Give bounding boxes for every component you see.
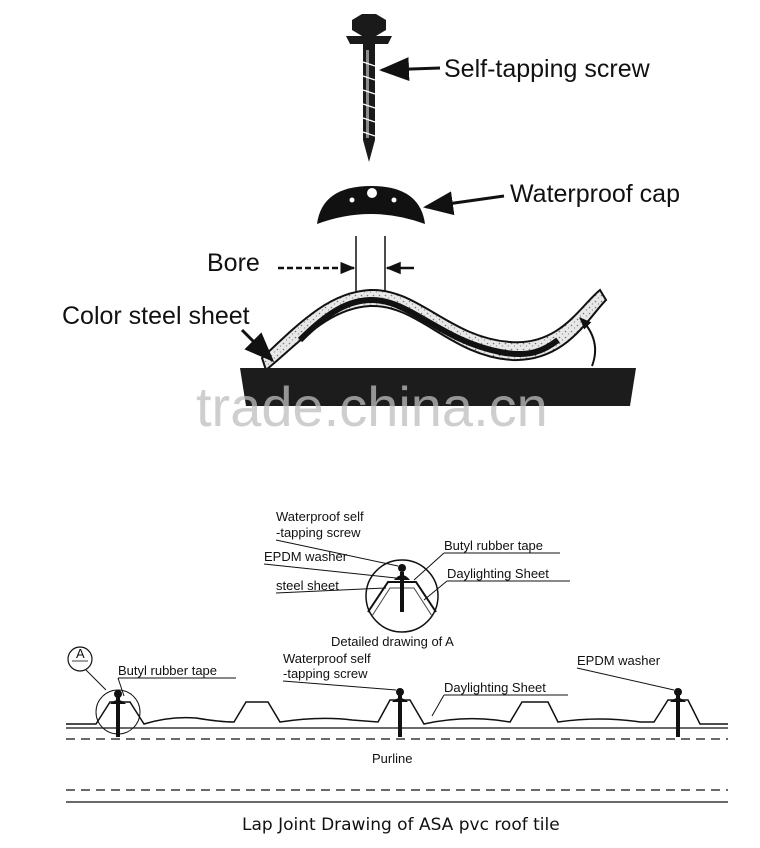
main-washer-leader	[576, 667, 675, 691]
screw-middle-icon	[392, 688, 408, 737]
waterproof-cap-icon	[317, 186, 425, 224]
detail-steel-label: steel sheet	[276, 578, 339, 593]
watermark-text: trade.china.cn	[196, 375, 548, 438]
main-daylight-label: Daylighting Sheet	[444, 680, 546, 695]
main-butyl-leader-diag	[117, 677, 125, 697]
detail-washer-label: EPDM washer	[264, 549, 348, 564]
detail-a-callout-ring	[95, 689, 141, 735]
detail-screw-label-1: Waterproof self	[276, 509, 364, 524]
base-plate	[240, 368, 636, 406]
detail-screw-leader	[275, 539, 399, 567]
roof-profile-line	[66, 699, 728, 725]
main-screw-label-2: -tapping screw	[283, 666, 368, 681]
sheet-label: Color steel sheet	[62, 302, 250, 330]
lap-joint-diagram: Waterproof self -tapping screw EPDM wash…	[66, 509, 728, 835]
color-steel-sheet-shape	[260, 288, 608, 372]
main-screw-leader	[282, 680, 397, 691]
detail-steel-leader	[275, 587, 387, 594]
detail-butyl-leader-diag	[413, 552, 445, 581]
marker-a: A	[67, 646, 107, 691]
detail-washer-leader	[263, 563, 397, 579]
detail-a-circle	[365, 559, 439, 633]
detail-screw-label-2: -tapping screw	[276, 525, 361, 540]
purline-label: Purline	[372, 751, 412, 766]
self-tapping-screw-icon	[346, 14, 392, 162]
marker-a-label: A	[76, 646, 85, 661]
screw-label: Self-tapping screw	[444, 55, 651, 83]
main-butyl-label: Butyl rubber tape	[118, 663, 217, 678]
diagram-caption: Lap Joint Drawing of ASA pvc roof tile	[242, 815, 560, 835]
main-screw-label-1: Waterproof self	[283, 651, 371, 666]
screw-pointer	[379, 57, 441, 82]
cap-pointer	[423, 191, 505, 216]
screw-right-icon	[670, 688, 686, 737]
main-washer-label: EPDM washer	[577, 653, 661, 668]
main-daylight-leader-diag	[431, 694, 445, 717]
screw-left-icon	[110, 690, 126, 737]
bore-label: Bore	[207, 249, 260, 277]
cap-label: Waterproof cap	[510, 180, 680, 208]
top-exploded-diagram: Self-tapping screw Waterproof cap Bore C…	[62, 14, 680, 406]
detail-daylight-leader-diag	[423, 580, 448, 601]
detail-daylight-label: Daylighting Sheet	[447, 566, 549, 581]
detail-caption: Detailed drawing of A	[331, 634, 454, 649]
angle-arc	[579, 317, 596, 367]
sheet-pointer	[240, 328, 275, 363]
detail-butyl-label: Butyl rubber tape	[444, 538, 543, 553]
